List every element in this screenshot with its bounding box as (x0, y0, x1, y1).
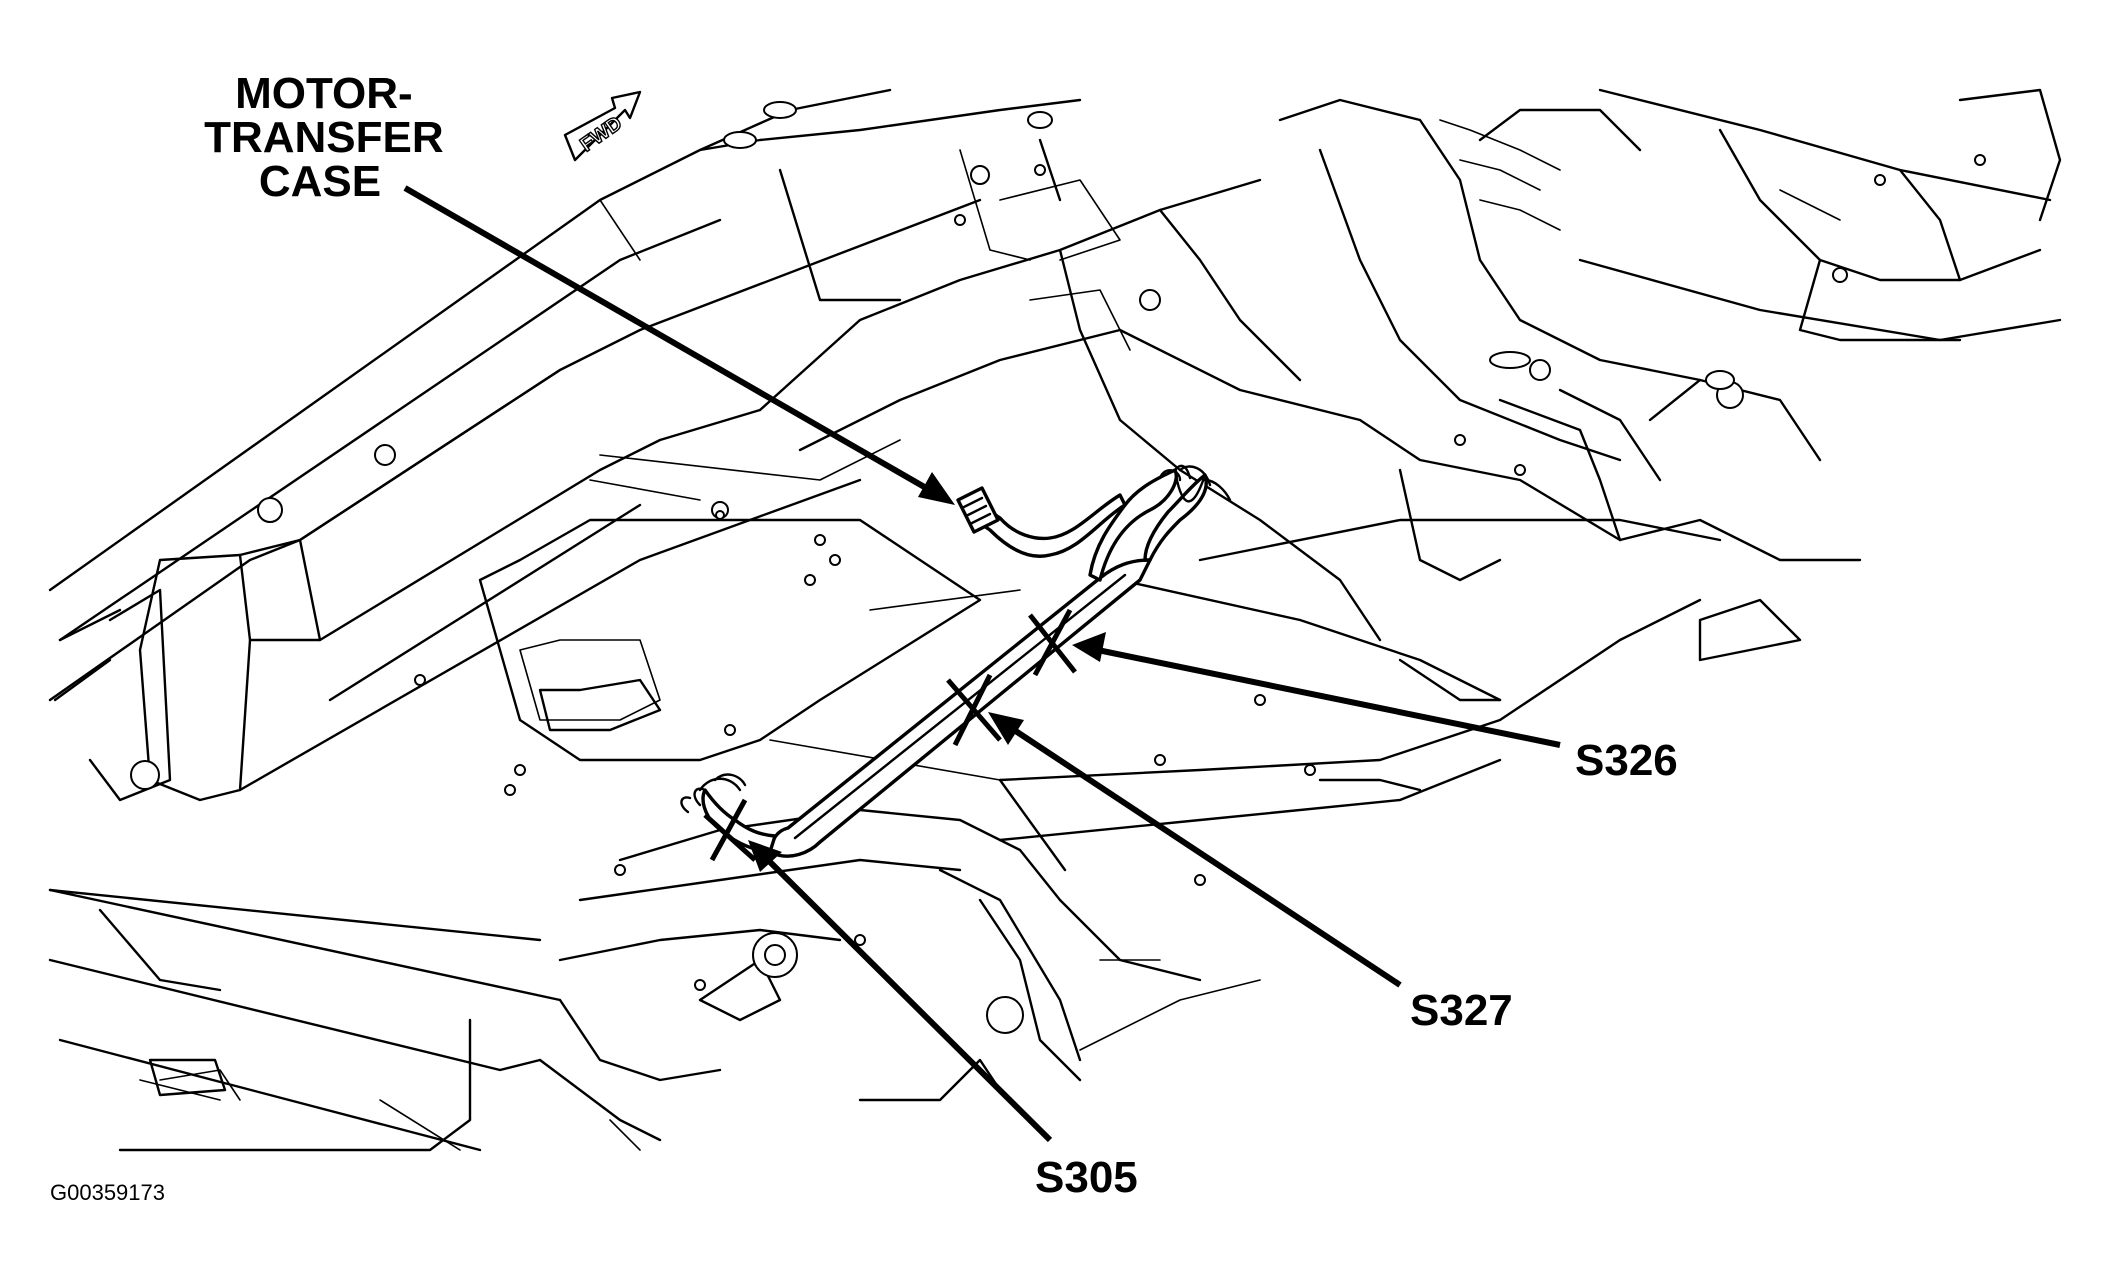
leader-s305 (757, 849, 1053, 1143)
leader-s327 (1000, 719, 1402, 988)
label-motor-transfer-case: MOTOR- TRANSFER CASE (204, 69, 456, 206)
leader-motor-transfer-case (403, 185, 942, 499)
label-s305: S305 (1035, 1153, 1138, 1202)
arrowhead-s305 (748, 840, 782, 872)
figure-id: G00359173 (50, 1180, 165, 1205)
label-motor-transfer-case-line-3: CASE (259, 157, 381, 206)
leader-lines (403, 185, 1561, 1143)
label-s326: S326 (1575, 736, 1678, 785)
splice-marker-s326 (1028, 608, 1077, 677)
vehicle-underbody (48, 88, 2062, 1152)
labels: MOTOR- TRANSFER CASE S326 S327 S305 G003… (50, 69, 1678, 1205)
wiring-harness (680, 464, 1232, 872)
fwd-arrow-icon (563, 90, 642, 162)
arrowhead-s326 (1072, 632, 1106, 662)
arrowhead-s327 (988, 712, 1024, 745)
label-s327: S327 (1410, 986, 1513, 1035)
arrowhead-motor-transfer-case (918, 472, 955, 505)
splice-markers (703, 608, 1077, 862)
leader-s326 (1087, 645, 1561, 748)
label-motor-transfer-case-line-2: TRANSFER (204, 113, 444, 162)
fwd-indicator: FWD (563, 90, 642, 162)
splice-marker-s327 (946, 673, 1002, 747)
label-motor-transfer-case-line-1: MOTOR- (235, 69, 413, 118)
splice-marker-s305 (703, 798, 757, 862)
